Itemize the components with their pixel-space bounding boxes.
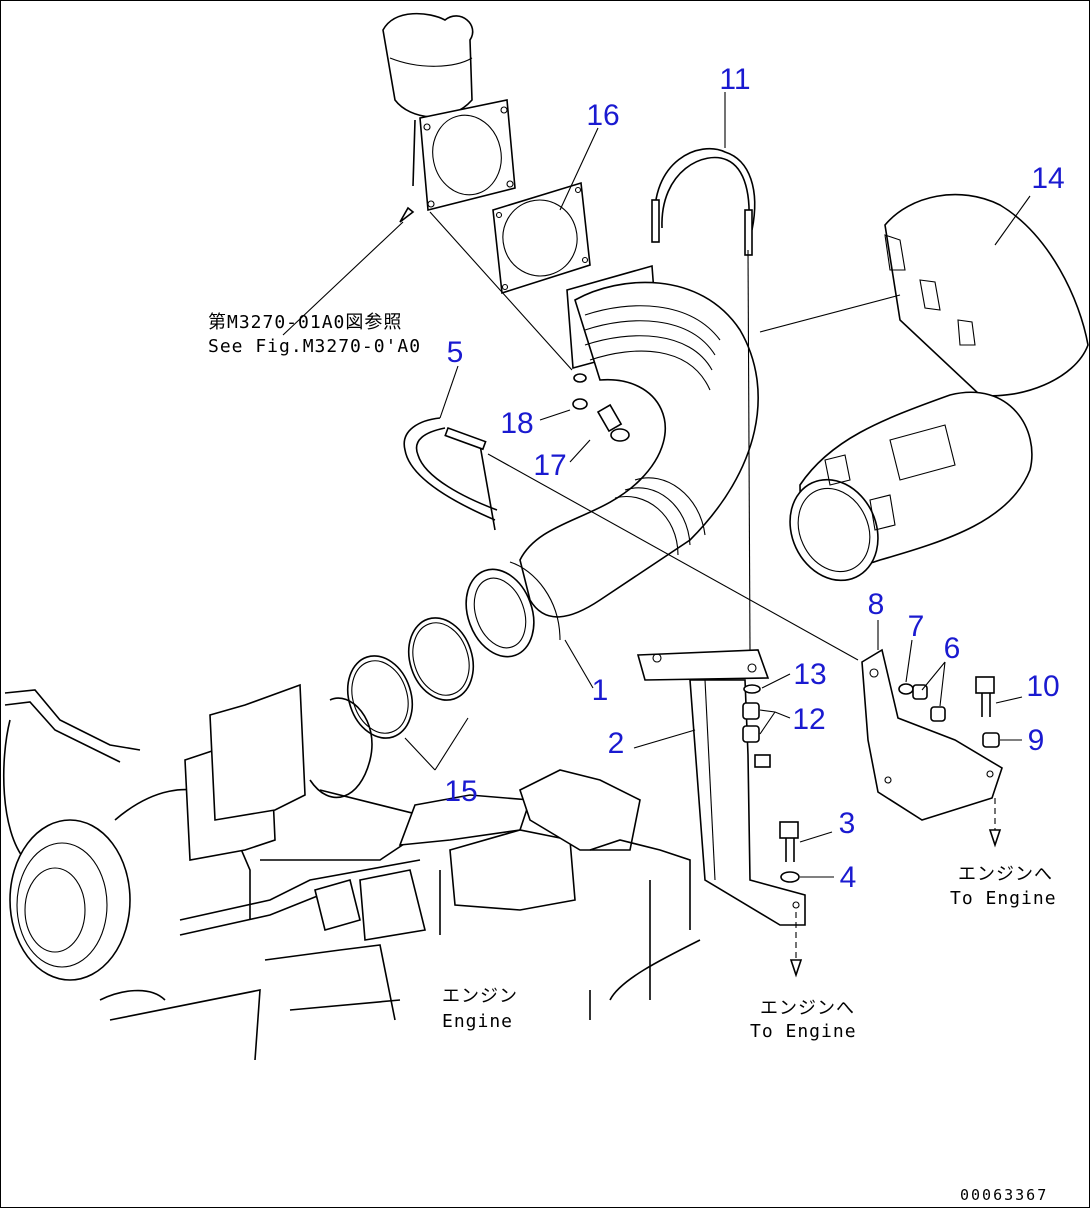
gasket-16 — [492, 181, 591, 295]
to-engine-label-jp-2: エンジンへ — [958, 864, 1053, 885]
engine-label-en: Engine — [442, 1011, 513, 1032]
washer-9 — [982, 732, 1000, 748]
engine-label-jp: エンジン — [442, 986, 518, 1007]
reference-note-jp: 第M3270-01A0図参照 — [208, 312, 402, 333]
callout-5: 5 — [447, 336, 464, 369]
band-5 — [403, 417, 498, 531]
hardware-12-13 — [742, 684, 761, 743]
hose-elbow — [465, 264, 759, 658]
washer-4 — [780, 871, 800, 883]
cover-14 — [789, 193, 1089, 582]
callout-2: 2 — [608, 727, 625, 760]
leader-lines — [282, 92, 1031, 978]
bolt-3 — [779, 821, 799, 862]
engine — [2, 683, 701, 1061]
notes: 第M3270-01A0図参照 See Fig.M3270-0'A0 エンジン E… — [208, 312, 1057, 1204]
callout-10: 10 — [1026, 670, 1059, 703]
callout-17: 17 — [533, 449, 566, 482]
reference-note-en: See Fig.M3270-0'A0 — [208, 336, 421, 357]
callout-18: 18 — [500, 407, 533, 440]
upstream-duct — [382, 12, 516, 223]
callout-14: 14 — [1031, 162, 1064, 195]
to-engine-label-en-2: To Engine — [950, 888, 1057, 909]
rings-15 — [346, 617, 475, 739]
callout-6: 6 — [944, 632, 961, 665]
callout-15: 15 — [444, 775, 477, 808]
callouts: 1 2 3 4 5 6 7 8 9 10 11 12 13 14 15 16 1… — [444, 63, 1064, 894]
callout-7: 7 — [908, 610, 925, 643]
callout-12: 12 — [792, 703, 825, 736]
drawing-number: 00063367 — [960, 1186, 1048, 1204]
bracket-2 — [636, 649, 806, 926]
bracket-8 — [861, 648, 1003, 821]
callout-9: 9 — [1028, 724, 1045, 757]
callout-8: 8 — [868, 588, 885, 621]
washer-18 — [572, 373, 588, 410]
callout-16: 16 — [586, 99, 619, 132]
callout-3: 3 — [839, 807, 856, 840]
callout-4: 4 — [840, 861, 857, 894]
callout-11: 11 — [719, 63, 750, 96]
to-engine-label-en-1: To Engine — [750, 1021, 857, 1042]
callout-1: 1 — [592, 674, 609, 707]
bolt-17 — [596, 403, 630, 442]
to-engine-label-jp-1: エンジンへ — [760, 998, 855, 1019]
bolt-10 — [975, 676, 995, 717]
callout-13: 13 — [793, 658, 826, 691]
